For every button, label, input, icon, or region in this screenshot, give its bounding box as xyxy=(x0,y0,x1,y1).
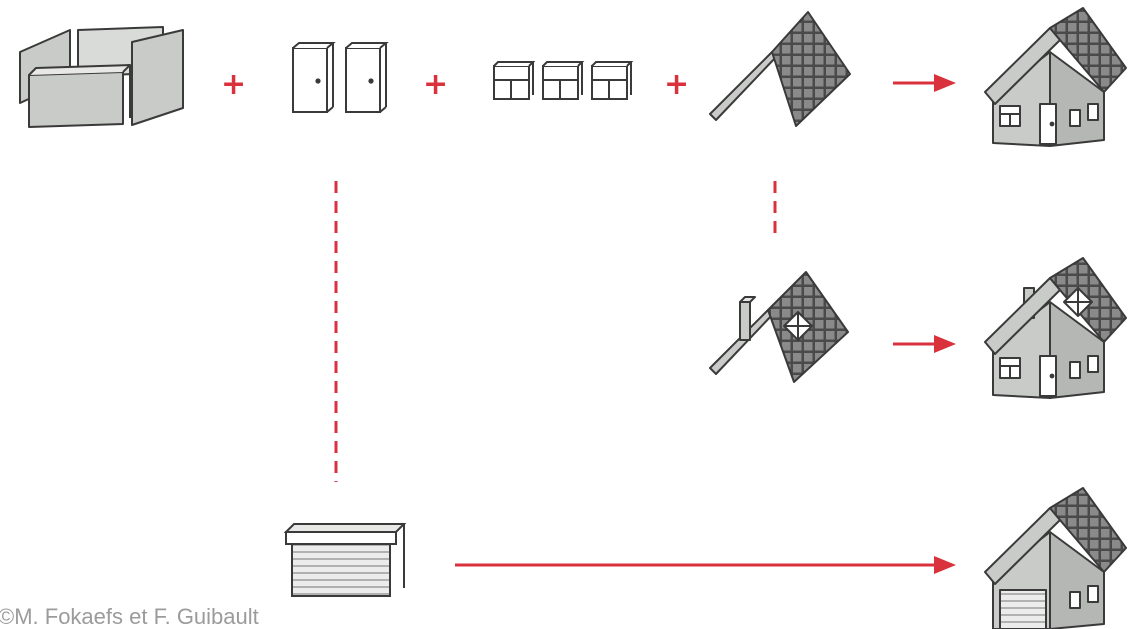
arrow-to-house-garage xyxy=(455,556,956,574)
house-chimney-skylight-icon xyxy=(985,258,1126,398)
connectors xyxy=(336,74,956,574)
arrow-to-house xyxy=(893,74,956,92)
windows-icon xyxy=(494,62,631,99)
plus-operator: + xyxy=(664,70,689,100)
copyright-credit: ©M. Fokaefs et F. Guibault xyxy=(0,605,259,629)
house-garage-icon xyxy=(985,488,1126,629)
window-icon xyxy=(494,62,533,99)
plus-operator: + xyxy=(423,70,448,100)
arrow-to-house-chimney xyxy=(893,335,956,353)
walls-icon xyxy=(20,27,183,127)
garage-door-icon xyxy=(286,524,404,596)
door-icon xyxy=(346,43,386,112)
house-icon xyxy=(985,8,1126,146)
window-icon xyxy=(592,62,631,99)
roof-chimney-skylight-icon xyxy=(710,272,848,382)
roof-icon xyxy=(710,12,850,126)
doors-icon xyxy=(293,43,386,112)
window-icon xyxy=(543,62,582,99)
door-icon xyxy=(293,43,333,112)
plus-operator: + xyxy=(221,70,246,100)
